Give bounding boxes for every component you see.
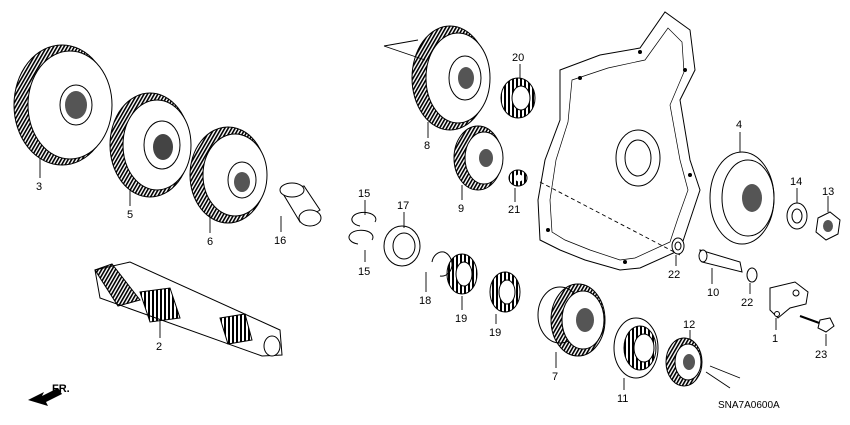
washer-14[interactable]: [786, 188, 808, 230]
label-part-6: 6: [207, 236, 213, 248]
bracket-1[interactable]: [769, 281, 809, 330]
label-part-4: 4: [736, 119, 742, 131]
front-direction-arrow: FR.: [28, 383, 70, 406]
gear-12[interactable]: [665, 330, 741, 389]
label-part-1: 1: [772, 333, 778, 345]
label-part-2: 2: [156, 341, 162, 353]
washers-22[interactable]: [671, 237, 758, 294]
label-part-23: 23: [815, 349, 827, 361]
gear-5[interactable]: [109, 92, 192, 206]
bearing-21[interactable]: [508, 169, 528, 202]
nut-13[interactable]: [815, 196, 841, 241]
gear-7[interactable]: [537, 283, 606, 368]
label-part-11: 11: [617, 393, 628, 405]
plate-4[interactable]: [709, 132, 775, 245]
needle-bearings-19[interactable]: [446, 253, 521, 324]
label-part-22-right: 22: [741, 297, 753, 309]
collar-16[interactable]: [279, 182, 322, 232]
label-part-19-right: 19: [489, 327, 501, 339]
gear-8[interactable]: [383, 25, 491, 138]
label-part-12: 12: [683, 319, 695, 331]
label-part-22-left: 22: [668, 269, 680, 281]
label-part-21: 21: [508, 204, 520, 216]
label-part-16: 16: [274, 235, 286, 247]
label-part-7: 7: [552, 371, 558, 383]
label-part-14: 14: [790, 176, 802, 188]
label-part-10: 10: [707, 287, 719, 299]
label-part-18: 18: [419, 295, 431, 307]
seal-17[interactable]: [383, 212, 421, 267]
gear-3[interactable]: [13, 44, 113, 178]
label-part-3: 3: [36, 181, 42, 193]
label-part-5: 5: [127, 209, 133, 221]
shaft-10[interactable]: [698, 249, 743, 284]
diagram-code: SNA7A0600A: [718, 400, 780, 411]
snap-rings-15[interactable]: [348, 200, 377, 262]
label-part-8: 8: [424, 140, 430, 152]
label-part-20: 20: [512, 52, 524, 64]
label-part-15-top: 15: [358, 188, 370, 200]
label-part-15-bottom: 15: [358, 266, 370, 278]
gear-6[interactable]: [189, 126, 268, 233]
part-labels: 3 5 6 16 2 8 20 9 21 4 14 13 15 15 17 18…: [36, 52, 834, 405]
bolt-23[interactable]: [799, 315, 835, 346]
label-part-13: 13: [822, 186, 834, 198]
shaft-2[interactable]: [94, 261, 283, 357]
transmission-housing: [537, 11, 701, 271]
gear-9[interactable]: [453, 125, 504, 200]
direction-label: FR.: [52, 383, 70, 395]
label-part-19-left: 19: [455, 313, 467, 325]
bearing-20[interactable]: [500, 64, 536, 119]
sleeve-11[interactable]: [613, 317, 659, 390]
label-part-17: 17: [397, 200, 409, 212]
label-part-9: 9: [458, 203, 464, 215]
